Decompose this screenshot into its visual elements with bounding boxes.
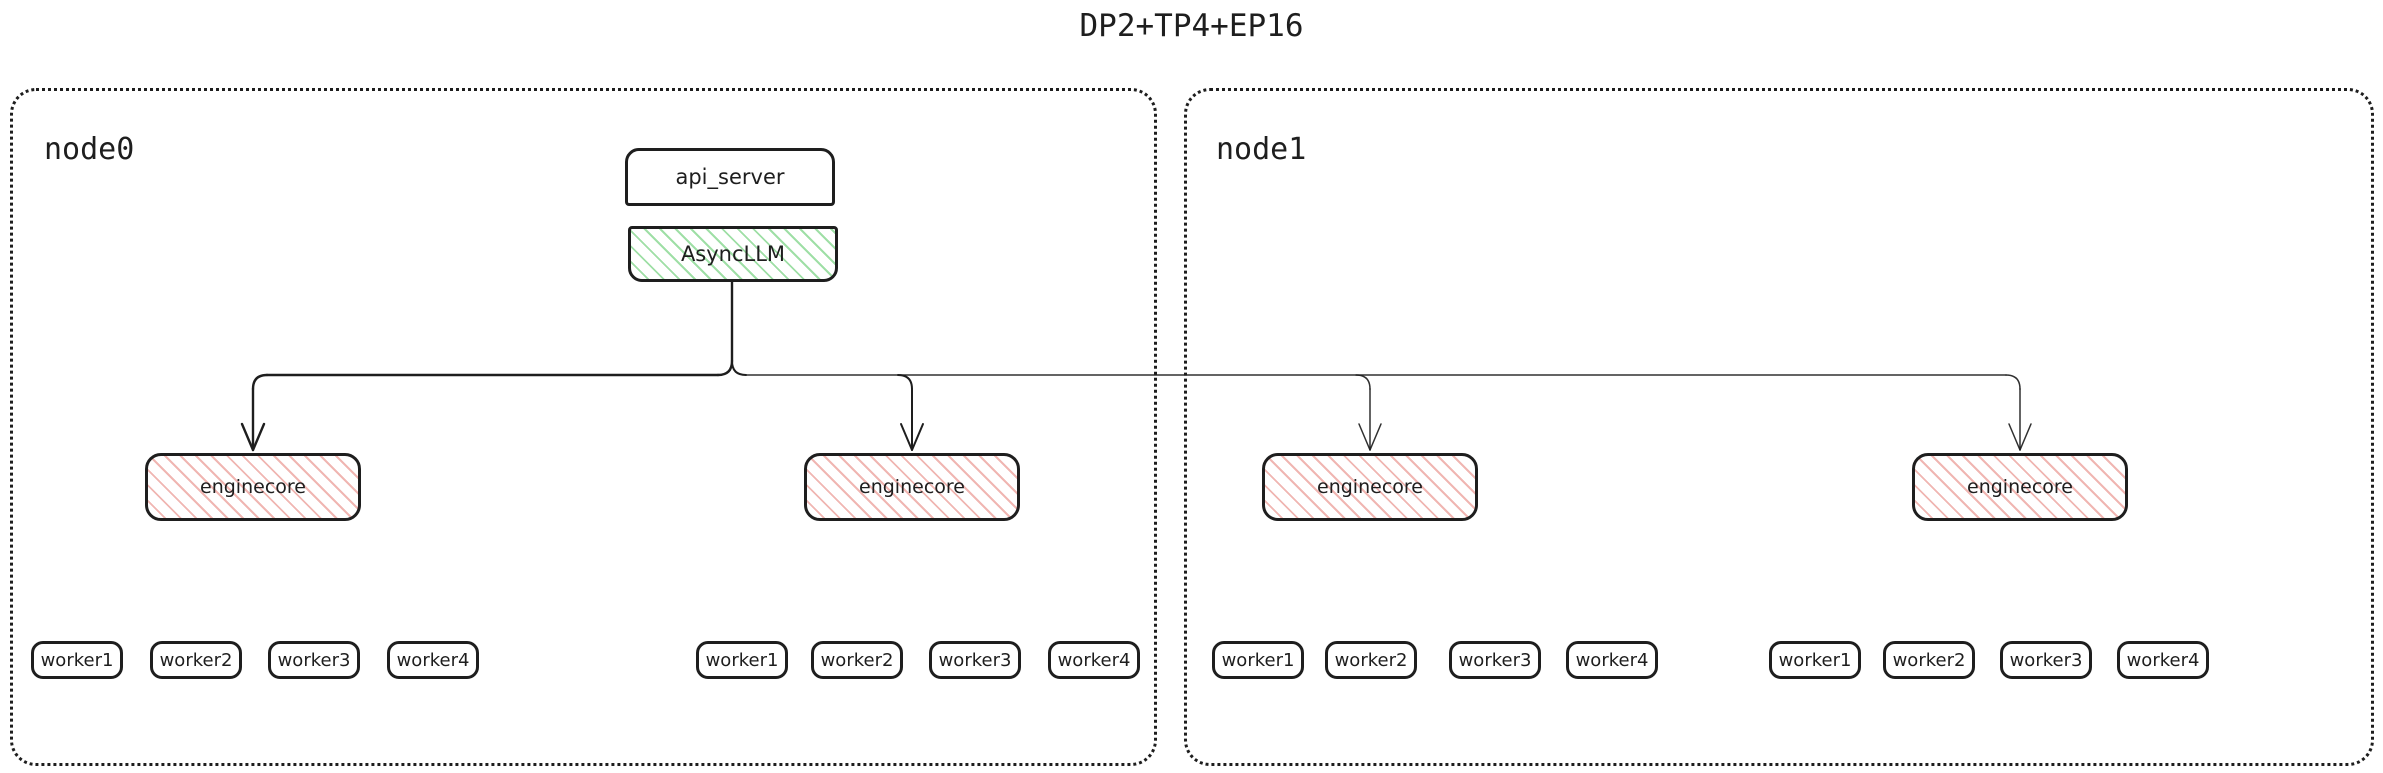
enginecore-box[interactable]: enginecore (145, 453, 361, 521)
worker-label: worker2 (1334, 649, 1408, 671)
node-container-node0 (10, 88, 1157, 766)
enginecore-label: enginecore (859, 476, 965, 498)
worker-box[interactable]: worker2 (1325, 641, 1417, 679)
worker-box[interactable]: worker1 (31, 641, 123, 679)
enginecore-label: enginecore (1317, 476, 1423, 498)
page-title: DP2+TP4+EP16 (1079, 8, 1304, 44)
worker-label: worker3 (938, 649, 1012, 671)
worker-label: worker4 (2126, 649, 2200, 671)
worker-box[interactable]: worker3 (1449, 641, 1541, 679)
node-label-node0: node0 (44, 132, 135, 167)
worker-box[interactable]: worker4 (2117, 641, 2209, 679)
worker-label: worker2 (159, 649, 233, 671)
worker-label: worker4 (1575, 649, 1649, 671)
enginecore-box[interactable]: enginecore (804, 453, 1020, 521)
worker-box[interactable]: worker2 (811, 641, 903, 679)
worker-label: worker2 (820, 649, 894, 671)
async-llm-box[interactable]: AsyncLLM (628, 226, 838, 282)
worker-label: worker3 (2009, 649, 2083, 671)
worker-label: worker3 (277, 649, 351, 671)
worker-box[interactable]: worker3 (2000, 641, 2092, 679)
api-server-label: api_server (675, 165, 785, 189)
node-container-node1 (1184, 88, 2374, 766)
worker-label: worker1 (1778, 649, 1852, 671)
enginecore-box[interactable]: enginecore (1912, 453, 2128, 521)
worker-label: worker3 (1458, 649, 1532, 671)
worker-label: worker1 (40, 649, 114, 671)
enginecore-label: enginecore (1967, 476, 2073, 498)
worker-box[interactable]: worker4 (387, 641, 479, 679)
api-server-box[interactable]: api_server (625, 148, 835, 206)
worker-box[interactable]: worker4 (1566, 641, 1658, 679)
worker-label: worker4 (396, 649, 470, 671)
worker-box[interactable]: worker1 (1769, 641, 1861, 679)
worker-box[interactable]: worker2 (1883, 641, 1975, 679)
worker-label: worker1 (1221, 649, 1295, 671)
worker-box[interactable]: worker3 (268, 641, 360, 679)
enginecore-label: enginecore (200, 476, 306, 498)
worker-box[interactable]: worker1 (1212, 641, 1304, 679)
worker-box[interactable]: worker1 (696, 641, 788, 679)
worker-label: worker2 (1892, 649, 1966, 671)
worker-label: worker4 (1057, 649, 1131, 671)
worker-box[interactable]: worker4 (1048, 641, 1140, 679)
worker-box[interactable]: worker2 (150, 641, 242, 679)
async-llm-label: AsyncLLM (680, 242, 786, 266)
node-label-node1: node1 (1216, 132, 1307, 167)
enginecore-box[interactable]: enginecore (1262, 453, 1478, 521)
worker-box[interactable]: worker3 (929, 641, 1021, 679)
worker-label: worker1 (705, 649, 779, 671)
